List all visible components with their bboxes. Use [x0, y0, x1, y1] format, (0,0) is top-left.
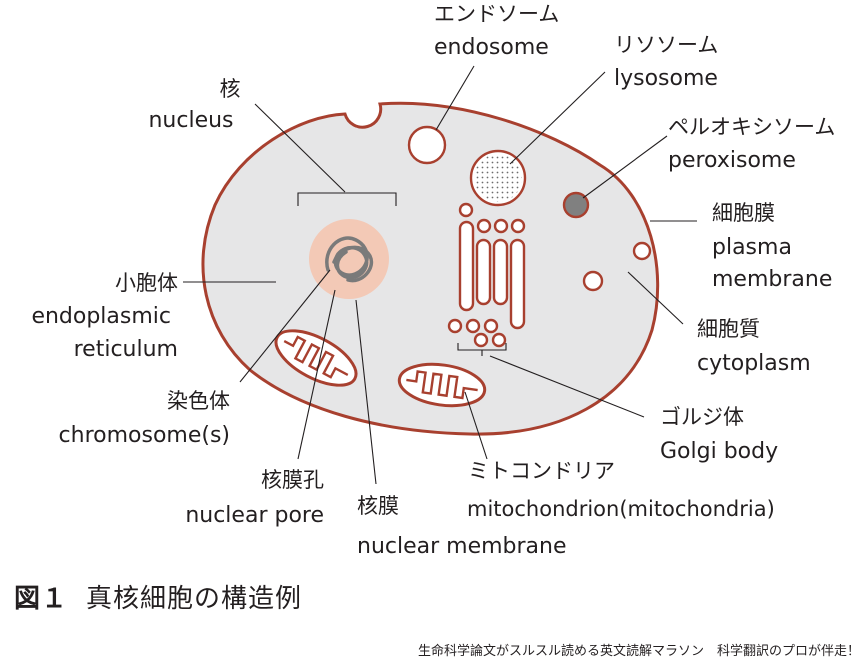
- leader-lines: [183, 65, 697, 485]
- label-pore-ja: 核膜孔: [261, 468, 324, 492]
- chromosome: [325, 236, 374, 283]
- label-endosome-en: endosome: [434, 35, 549, 60]
- nuclear-envelope: [294, 197, 403, 306]
- vesicle: [632, 241, 652, 261]
- figure-title: 真核細胞の構造例: [86, 584, 303, 614]
- label-peroxisome-en: peroxisome: [668, 148, 796, 173]
- label-cytoplasm-ja: 細胞質: [697, 317, 760, 341]
- peroxisome: [562, 191, 590, 219]
- endoplasmic-reticulum: [274, 207, 305, 303]
- label-lysosome-ja: リソソーム: [614, 33, 718, 57]
- label-pore-en: nuclear pore: [185, 503, 324, 528]
- label-lysosome: リソソーム lysosome: [614, 33, 718, 91]
- endoplasmic-reticulum-right: [385, 207, 438, 307]
- label-golgi-en: Golgi body: [660, 439, 778, 464]
- label-plasma-en1: plasma: [712, 235, 792, 260]
- label-endosome-ja: エンドソーム: [434, 2, 559, 26]
- label-nucleus: 核 nucleus: [148, 77, 240, 133]
- label-lysosome-en: lysosome: [614, 66, 718, 91]
- label-nuclear-membrane: 核膜 nuclear membrane: [357, 494, 567, 559]
- label-nucleus-ja: 核: [220, 77, 241, 101]
- label-plasma-membrane: 細胞膜 plasma membrane: [712, 201, 832, 292]
- label-nuclear-membrane-ja: 核膜: [357, 494, 399, 518]
- label-endosome: エンドソーム endosome: [434, 2, 559, 60]
- label-nuclear-pore: 核膜孔 nuclear pore: [185, 468, 324, 528]
- mitochondrion: [397, 362, 487, 408]
- label-er-en1: endoplasmic: [31, 304, 171, 329]
- label-nucleus-en: nucleus: [148, 108, 233, 133]
- vesicle: [582, 270, 604, 292]
- nucleus: [309, 219, 389, 299]
- footer-text: 生命科学論文がスルスル読める英文読解マラソン 科学翻訳のプロが伴走！: [417, 644, 860, 659]
- label-golgi-ja: ゴルジ体: [660, 405, 744, 429]
- label-chromosome: 染色体 chromosome(s): [59, 389, 230, 448]
- figure-caption: 図１ 真核細胞の構造例: [14, 578, 302, 615]
- golgi-bracket: [457, 343, 507, 356]
- label-mito-en: mitochondrion(mitochondria): [467, 497, 775, 521]
- label-golgi: ゴルジ体 Golgi body: [660, 405, 778, 464]
- label-chromosome-en: chromosome(s): [59, 423, 230, 448]
- mitochondrion: [274, 329, 358, 387]
- nucleus-bracket: [297, 192, 397, 206]
- label-mitochondrion: ミトコンドリア mitochondrion(mitochondria): [467, 459, 775, 521]
- label-er-ja: 小胞体: [115, 271, 178, 295]
- label-er: 小胞体 endoplasmic reticulum: [31, 271, 178, 362]
- label-mito-ja: ミトコンドリア: [468, 459, 615, 483]
- figure-number: 図１: [14, 584, 69, 614]
- label-cytoplasm-en: cytoplasm: [697, 351, 811, 376]
- label-nuclear-membrane-en: nuclear membrane: [357, 534, 567, 559]
- label-peroxisome-ja: ペルオキシソーム: [668, 115, 835, 139]
- label-cytoplasm: 細胞質 cytoplasm: [697, 317, 811, 376]
- label-peroxisome: ペルオキシソーム peroxisome: [668, 115, 835, 173]
- label-plasma-ja: 細胞膜: [712, 201, 775, 225]
- label-plasma-en2: membrane: [712, 267, 832, 292]
- endosome: [407, 125, 447, 165]
- lysosome-granules: [474, 154, 522, 202]
- label-er-en2: reticulum: [74, 337, 178, 362]
- golgi-body: [447, 202, 526, 348]
- label-chromosome-ja: 染色体: [167, 389, 230, 413]
